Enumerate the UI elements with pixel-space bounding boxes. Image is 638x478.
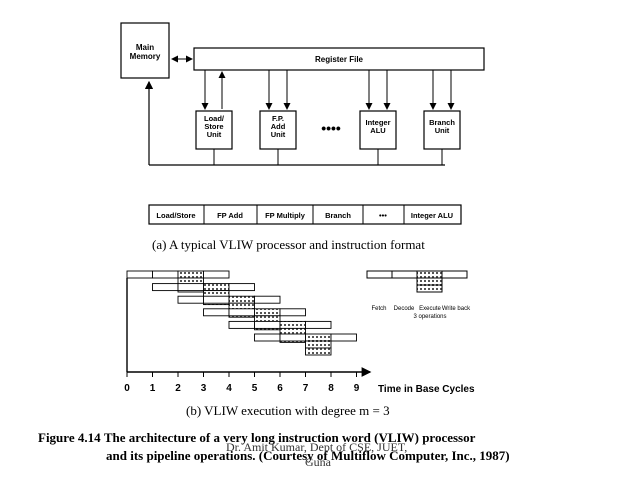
- author-overlay-line1: Dr. Amit Kumar, Dept of CSE, JUET,: [226, 440, 408, 454]
- x-tick-label: 4: [226, 383, 232, 394]
- pipeline-stage: [254, 308, 281, 317]
- pipeline-stage: [228, 283, 255, 292]
- legend-write-back: Write back: [442, 306, 471, 312]
- pipeline-stage: [177, 295, 204, 304]
- x-ticks: 0 1 2 3 4 5 6 7 8 9: [124, 372, 360, 394]
- x-tick-label: 2: [175, 383, 181, 394]
- figure-caption-line2: and its pipeline operations. (Courtesy o…: [106, 448, 510, 463]
- register-file-box: [193, 47, 485, 71]
- figure-text-line1: The architecture of a very long instruct…: [103, 430, 476, 445]
- x-axis-label: Time in Base Cycles: [378, 384, 475, 395]
- pipeline-stage: [330, 333, 357, 342]
- pipeline-stage: [126, 270, 153, 279]
- pipeline-stage: [203, 283, 230, 292]
- pipeline-legend: Fetch Decode Execute Write back 3 operat…: [366, 270, 471, 320]
- x-tick-label: 8: [328, 383, 334, 394]
- x-tick-label: 5: [252, 383, 258, 394]
- register-file-label: Register File: [315, 55, 364, 64]
- x-tick-label: 1: [150, 383, 156, 394]
- caption-b: (b) VLIW execution with degree m = 3: [186, 403, 390, 418]
- pipeline-stage: [279, 333, 306, 342]
- pipeline-stage: [228, 295, 255, 304]
- author-overlay-line2: Guna: [305, 455, 331, 469]
- unit-ellipsis: ••••: [321, 120, 341, 136]
- figure-label: Figure 4.14: [38, 430, 101, 445]
- format-field-branch: Branch: [325, 211, 351, 220]
- instruction-format: Load/Store FP Add FP Multiply Branch •••…: [148, 204, 462, 225]
- x-tick-label: 6: [277, 383, 283, 394]
- x-tick-label: 9: [354, 383, 360, 394]
- legend-fetch: Fetch: [371, 306, 386, 312]
- pipeline-stage: [254, 320, 281, 329]
- pipeline-stage: [279, 320, 306, 329]
- format-field-fp-add: FP Add: [217, 211, 243, 220]
- format-field-integer-alu: Integer ALU: [411, 211, 453, 220]
- pipeline-stage: [203, 270, 230, 279]
- pipeline-stage: [254, 333, 281, 342]
- pipeline-timing-diagram: 0 1 2 3 4 5 6 7 8 9 Time in Base Cycles Fetch Dec…: [124, 270, 475, 395]
- pipeline-stage: [203, 295, 230, 304]
- pipeline-stage: [203, 308, 230, 317]
- pipeline-stage: [228, 308, 255, 317]
- pipeline-stage: [279, 308, 306, 317]
- pipeline-stage: [305, 340, 332, 349]
- pipeline-stage: [177, 270, 204, 279]
- unit-arrows: [201, 70, 455, 165]
- pipeline-stage: [177, 283, 204, 292]
- caption-a: (a) A typical VLIW processor and instruc…: [152, 237, 425, 252]
- format-field-fp-multiply: FP Multiply: [265, 211, 306, 220]
- pipeline-stage: [228, 320, 255, 329]
- pipeline-stage: [305, 320, 332, 329]
- figure-caption: Figure 4.14 The architecture of a very l…: [38, 430, 475, 446]
- format-field-ellipsis: •••: [379, 211, 387, 220]
- x-tick-label: 0: [124, 383, 130, 394]
- main-memory-box: [120, 22, 170, 79]
- pipeline-stage: [152, 270, 179, 279]
- pipeline-rows: [126, 270, 357, 356]
- pipeline-stage: [254, 295, 281, 304]
- branch-unit-box: [423, 110, 461, 150]
- pipeline-stage: [305, 347, 332, 356]
- pipeline-stage: [152, 283, 179, 292]
- x-tick-label: 7: [303, 383, 309, 394]
- legend-note: 3 operations: [413, 314, 446, 320]
- legend-execute: Execute: [419, 306, 441, 312]
- pipeline-stage: [305, 333, 332, 342]
- legend-decode: Decode: [394, 306, 415, 312]
- x-tick-label: 3: [201, 383, 207, 394]
- format-field-load-store: Load/Store: [156, 211, 195, 220]
